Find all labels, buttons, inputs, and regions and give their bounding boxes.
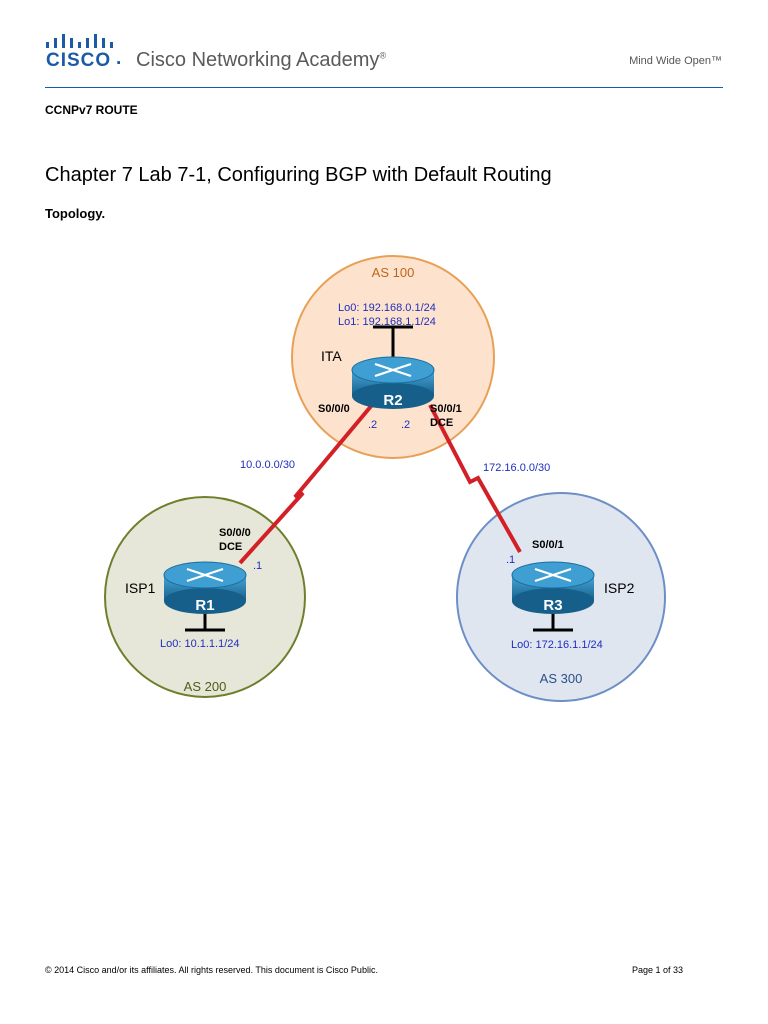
link-left-subnet: 10.0.0.0/30 (240, 459, 295, 471)
router-r1-icon (163, 561, 247, 614)
r1-dce-label: DCE (219, 541, 242, 553)
r2-ip-right: .2 (401, 419, 410, 431)
router-r2-label: R2 (383, 392, 402, 409)
r1-s000-label: S0/0/0 (219, 527, 251, 539)
page-header: CISCO . Cisco Networking Academy® Mind W… (0, 0, 768, 90)
cisco-logo-text: CISCO (46, 50, 112, 71)
r3-lo0-label: Lo0: 172.16.1.1/24 (511, 639, 603, 651)
r3-name-label: ISP2 (604, 580, 635, 596)
header-divider (45, 87, 723, 88)
cisco-logo-dot: . (116, 48, 122, 69)
as100-label: AS 100 (372, 265, 415, 280)
r1-ip: .1 (253, 560, 262, 572)
topology-diagram: R2 R1 R3 AS 100 Lo0: 192.168.0.1/24 Lo1:… (104, 255, 666, 702)
as200-label: AS 200 (184, 679, 227, 694)
r3-ip: .1 (506, 554, 515, 566)
footer-page-number: Page 1 of 33 (631, 965, 683, 975)
router-r3-icon (511, 561, 595, 614)
as300-label: AS 300 (540, 671, 583, 686)
r1-name-label: ISP1 (125, 580, 156, 596)
router-r1-label: R1 (195, 597, 214, 614)
page-title: Chapter 7 Lab 7-1, Configuring BGP with … (45, 164, 552, 186)
r2-s001-label: S0/0/1 (430, 403, 462, 415)
r2-ip-left: .2 (368, 419, 377, 431)
tagline: Mind Wide Open™ (629, 55, 722, 67)
router-r2-icon (351, 356, 435, 409)
section-heading: Topology. (45, 206, 106, 221)
router-r3-label: R3 (543, 597, 562, 614)
r2-lo1-label: Lo1: 192.168.1.1/24 (338, 316, 436, 328)
r3-s001-label: S0/0/1 (532, 539, 564, 551)
r2-lo0-label: Lo0: 192.168.0.1/24 (338, 302, 436, 314)
r2-dce-label: DCE (430, 417, 453, 429)
r2-name-label: ITA (321, 348, 342, 364)
link-r2-r3 (428, 404, 522, 553)
cisco-logo-bars-icon (46, 34, 113, 48)
link-r2-r1 (238, 403, 374, 565)
r1-lo0-label: Lo0: 10.1.1.1/24 (160, 638, 240, 650)
course-name: CCNPv7 ROUTE (45, 103, 138, 117)
r2-s000-label: S0/0/0 (318, 403, 350, 415)
academy-name: Cisco Networking Academy® (136, 49, 387, 71)
link-right-subnet: 172.16.0.0/30 (483, 462, 550, 474)
footer-copyright: © 2014 Cisco and/or its affiliates. All … (45, 965, 378, 975)
